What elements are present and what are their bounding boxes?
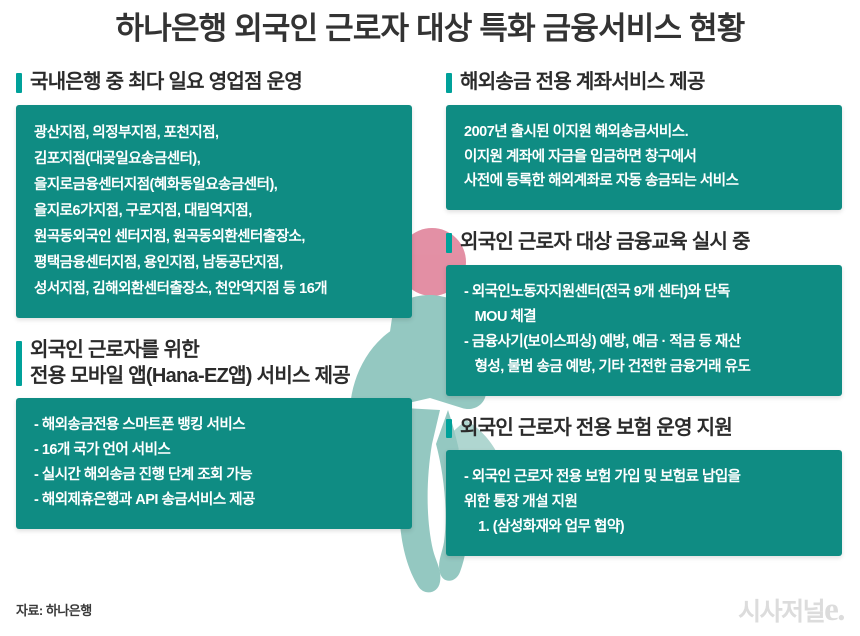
section-remittance-account: 해외송금 전용 계좌서비스 제공 2007년 출시된 이지원 해외송금서비스. … xyxy=(446,70,842,211)
panel-text-insurance-support: - 외국인 근로자 전용 보험 가입 및 보험료 납입을 위한 통장 개설 지원… xyxy=(464,469,741,536)
section-heading-remittance-account: 해외송금 전용 계좌서비스 제공 xyxy=(446,70,842,96)
publisher-logo-mark: e. xyxy=(824,592,845,628)
panel-mobile-app: - 해외송금전용 스마트폰 뱅킹 서비스 - 16개 국가 언어 서비스 - 실… xyxy=(16,398,412,530)
footer: 자료: 하나은행 시사저널e. xyxy=(0,590,860,636)
section-sunday-branches: 국내은행 중 최다 일요 영업점 운영 광산지점, 의정부지점, 포천지점, 김… xyxy=(16,70,412,319)
section-heading-financial-education: 외국인 근로자 대상 금융교육 실시 중 xyxy=(446,230,842,256)
page-title: 하나은행 외국인 근로자 대상 특화 금융서비스 현황 xyxy=(0,10,860,47)
page-title-text: 하나은행 외국인 근로자 대상 특화 금융서비스 현황 xyxy=(115,11,746,46)
panel-financial-education: - 외국인노동자지원센터(전국 9개 센터)와 단독 MOU 체결 - 금융사기… xyxy=(446,265,842,396)
panel-text-mobile-app: - 해외송금전용 스마트폰 뱅킹 서비스 - 16개 국가 언어 서비스 - 실… xyxy=(34,417,255,509)
publisher-logo: 시사저널e. xyxy=(738,592,845,628)
section-heading-sunday-branches: 국내은행 중 최다 일요 영업점 운영 xyxy=(16,70,412,96)
source-attribution: 자료: 하나은행 xyxy=(16,603,92,618)
panel-insurance-support: - 외국인 근로자 전용 보험 가입 및 보험료 납입을 위한 통장 개설 지원… xyxy=(446,450,842,557)
panel-sunday-branches: 광산지점, 의정부지점, 포천지점, 김포지점(대곶일요송금센터), 을지로금융… xyxy=(16,104,412,319)
panel-text-financial-education: - 외국인노동자지원센터(전국 9개 센터)와 단독 MOU 체결 - 금융사기… xyxy=(464,284,751,375)
right-column: 해외송금 전용 계좌서비스 제공 2007년 출시된 이지원 해외송금서비스. … xyxy=(446,70,842,576)
section-insurance-support: 외국인 근로자 전용 보험 운영 지원 - 외국인 근로자 전용 보험 가입 및… xyxy=(446,416,842,557)
section-financial-education: 외국인 근로자 대상 금융교육 실시 중 - 외국인노동자지원센터(전국 9개 … xyxy=(446,230,842,396)
section-heading-insurance-support: 외국인 근로자 전용 보험 운영 지원 xyxy=(446,416,842,442)
section-heading-mobile-app: 외국인 근로자를 위한 전용 모바일 앱(Hana-EZ앱) 서비스 제공 xyxy=(16,338,412,389)
content-columns: 국내은행 중 최다 일요 영업점 운영 광산지점, 의정부지점, 포천지점, 김… xyxy=(0,70,860,590)
section-mobile-app: 외국인 근로자를 위한 전용 모바일 앱(Hana-EZ앱) 서비스 제공 - … xyxy=(16,338,412,530)
publisher-logo-text: 시사저널 xyxy=(738,598,826,626)
panel-text-remittance-account: 2007년 출시된 이지원 해외송금서비스. 이지원 계좌에 자금을 입금하면 … xyxy=(464,123,739,190)
panel-text-sunday-branches: 광산지점, 의정부지점, 포천지점, 김포지점(대곶일요송금센터), 을지로금융… xyxy=(34,124,328,298)
panel-remittance-account: 2007년 출시된 이지원 해외송금서비스. 이지원 계좌에 자금을 입금하면 … xyxy=(446,104,842,211)
left-column: 국내은행 중 최다 일요 영업점 운영 광산지점, 의정부지점, 포천지점, 김… xyxy=(16,70,412,549)
